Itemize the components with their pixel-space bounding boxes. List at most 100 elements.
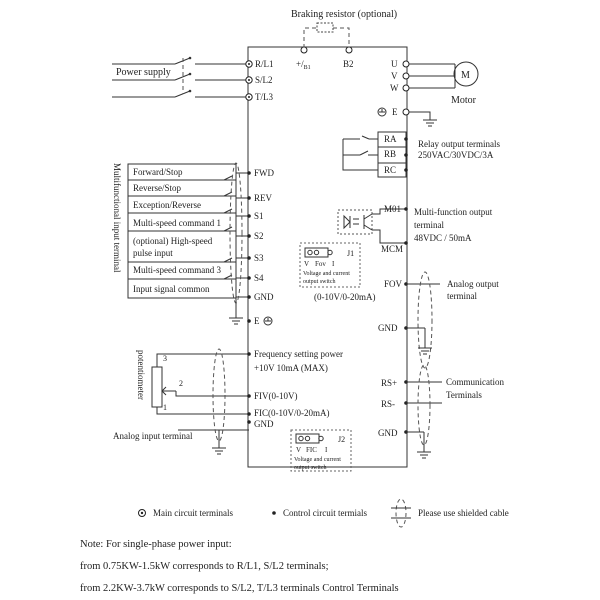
- mfo-label-3: 48VDC / 50mA: [414, 233, 472, 243]
- inputs-ground-icon: [229, 297, 243, 325]
- ra-label: RA: [384, 134, 397, 144]
- mfo-label-1: Multi-function output: [414, 207, 493, 217]
- s2-label: S2: [254, 231, 264, 241]
- note-line-3: from 2.2KW-3.7kW corresponds to S/L2, T/…: [80, 583, 399, 594]
- rc-terminal: [404, 168, 408, 172]
- analog-out-shield-icon: [417, 271, 433, 369]
- analog-in-gnd-label: GND: [254, 419, 274, 429]
- pot-pin-2: 2: [179, 379, 183, 388]
- motor-ground-icon: [409, 111, 437, 127]
- j1-i: I: [332, 260, 335, 268]
- comm-gnd-label: GND: [378, 428, 398, 438]
- fiv-terminal: [247, 394, 251, 398]
- s-l2-label: S/L2: [255, 75, 273, 85]
- j1-name: J1: [347, 249, 354, 258]
- comm-label-2: Terminals: [446, 390, 482, 400]
- inputs-earth-terminal: [247, 319, 251, 323]
- fiv-label: FIV(0-10V): [254, 391, 298, 401]
- j1-range: (0-10V/0-20mA): [314, 292, 376, 302]
- r-l1-label: R/L1: [255, 59, 274, 69]
- rb-label: RB: [384, 149, 396, 159]
- power-wires: [112, 56, 246, 98]
- input-separators: [128, 179, 236, 280]
- freq-line-1: Frequency setting power: [254, 349, 343, 359]
- legend-control-label: Control circuit termials: [283, 508, 367, 518]
- braking-resistor: [303, 22, 350, 48]
- fov-label: FOV: [384, 279, 403, 289]
- comm-ground-icon: [406, 431, 431, 459]
- mfo-label-2: terminal: [414, 220, 444, 230]
- j1-caption-2: output switch: [303, 279, 336, 285]
- t-l3-label: T/L3: [255, 92, 273, 102]
- b2-label: B2: [343, 59, 354, 69]
- inputs-earth-label: E: [254, 316, 260, 326]
- input-label-s3: (optional) High-speed: [133, 236, 213, 246]
- potentiometer-label: potentiometer: [136, 350, 146, 400]
- mcm-terminal: [404, 241, 408, 245]
- pot-pin-1: 1: [163, 403, 167, 412]
- analog-out-gnd-label: GND: [378, 323, 398, 333]
- motor-wires: [409, 63, 456, 89]
- notes: Note: For single-phase power input: from…: [80, 534, 399, 600]
- j1-v: V: [304, 260, 309, 268]
- power-supply-label: Power supply: [116, 67, 171, 78]
- j2-mid: FIC: [306, 446, 317, 454]
- inputs-earth-icon: [263, 316, 273, 326]
- m01-label: M01: [384, 204, 401, 214]
- freq-power-terminal: [247, 352, 251, 356]
- rev-terminal: [247, 196, 251, 200]
- braking-title: Braking resistor (optional): [291, 9, 397, 20]
- rs-minus-label: RS-: [381, 399, 395, 409]
- relay-label-2: 250VAC/30VDC/3A: [418, 150, 494, 160]
- comm-label-1: Communication: [446, 377, 504, 387]
- motor-label: Motor: [451, 95, 477, 106]
- input-label-s4: Multi-speed command 3: [133, 265, 221, 275]
- input-label-rev: Reverse/Stop: [133, 183, 181, 193]
- analog-in-wires: [156, 353, 249, 431]
- b1-label: +/B1: [296, 59, 311, 71]
- comm-shield-icon: [417, 364, 431, 446]
- fic-label: FIC(0-10V/0-20mA): [254, 408, 330, 418]
- v-terminal: [402, 72, 410, 80]
- input-label-s2: Multi-speed command 1: [133, 218, 221, 228]
- input-label-s3-line2: pulse input: [133, 248, 173, 258]
- j2-caption-2: output switch: [294, 465, 327, 471]
- w-label: W: [390, 83, 399, 93]
- note-line-1: Note: For single-phase power input:: [80, 539, 232, 550]
- analog-in-shield-icon: [212, 348, 226, 442]
- legend-shield-icon: [391, 498, 411, 528]
- motor-earth-label: E: [392, 107, 398, 117]
- gnd-terminal: [247, 295, 251, 299]
- relay-label-1: Relay output terminals: [418, 139, 500, 149]
- legend-main-label: Main circuit terminals: [153, 508, 233, 518]
- s1-terminal: [247, 214, 251, 218]
- gnd-label: GND: [254, 292, 274, 302]
- analog-in-ground-icon: [212, 430, 226, 455]
- b1-terminal: [300, 46, 308, 54]
- j2-v: V: [296, 446, 301, 454]
- rs-plus-label: RS+: [381, 378, 397, 388]
- fwd-terminal: [247, 171, 251, 175]
- w-terminal: [402, 84, 410, 92]
- input-label-fwd: Forward/Stop: [133, 167, 183, 177]
- analog-out-ground-icon: [406, 327, 432, 355]
- motor-earth-terminal: [402, 108, 410, 116]
- j2-switch: [290, 429, 352, 472]
- ra-terminal: [404, 137, 408, 141]
- motor-symbol: M: [461, 70, 470, 81]
- input-label-gnd: Input signal common: [133, 284, 210, 294]
- fwd-label: FWD: [254, 168, 275, 178]
- u-terminal: [402, 60, 410, 68]
- j1-mid: Fov: [315, 260, 326, 268]
- relay-contacts: [342, 135, 378, 171]
- pot-pin-3: 3: [163, 354, 167, 363]
- legend-main-icon: [138, 509, 146, 517]
- v-label: V: [391, 71, 398, 81]
- fic-terminal: [247, 412, 251, 416]
- rev-label: REV: [254, 193, 273, 203]
- s3-label: S3: [254, 253, 264, 263]
- motor-earth-icon: [377, 107, 387, 117]
- input-label-s1: Exception/Reverse: [133, 200, 201, 210]
- j1-switch: [299, 242, 361, 288]
